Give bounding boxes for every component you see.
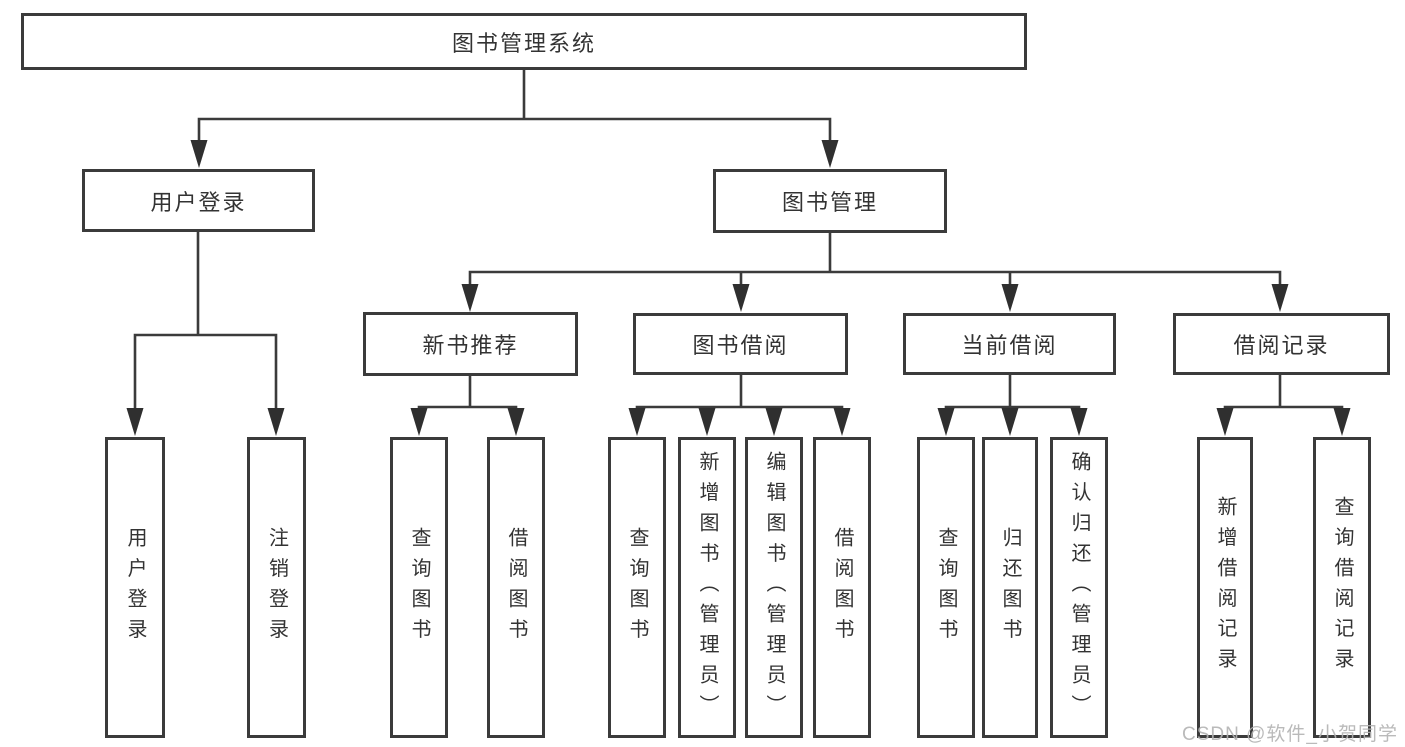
node-label: 图书管理系统	[451, 30, 596, 56]
connector-borrow-record	[1223, 373, 1344, 412]
leaf-logout-login: 注销登录	[247, 437, 306, 738]
leaf-newbook-query-book: 查询图书	[390, 437, 448, 738]
node-label: 新增图书（管理员）	[696, 450, 718, 725]
leaf-borrow-book: 借阅图书	[813, 437, 871, 738]
leaf-return-book: 归还图书	[982, 437, 1038, 738]
node-label: 查询图书	[626, 526, 648, 649]
connector-rail-level2	[197, 117, 832, 144]
node-label: 新书推荐	[422, 333, 519, 358]
node-borrow-record: 借阅记录	[1173, 313, 1390, 375]
node-label: 图书管理	[781, 190, 878, 215]
leaf-borrow-query-book: 查询图书	[608, 437, 666, 738]
connector-new-book	[417, 375, 518, 412]
node-label: 用户登录	[150, 189, 247, 215]
node-book-management: 图书管理	[713, 169, 947, 233]
node-new-book-recommend: 新书推荐	[363, 312, 578, 376]
connector-book-mgmt	[468, 230, 1282, 288]
node-label: 借阅图书	[505, 526, 527, 649]
leaf-query-borrow-record: 查询借阅记录	[1313, 437, 1371, 738]
node-label: 查询图书	[408, 526, 430, 649]
node-label: 用户登录	[124, 526, 146, 649]
connector-book-borrow	[635, 373, 844, 412]
node-label: 图书借阅	[692, 333, 789, 358]
node-root-library-system: 图书管理系统	[21, 13, 1027, 70]
node-book-borrow: 图书借阅	[633, 313, 848, 375]
node-label: 新增借阅记录	[1214, 496, 1236, 679]
leaf-user-login: 用户登录	[105, 437, 165, 738]
node-label: 借阅图书	[831, 526, 853, 649]
node-current-borrow: 当前借阅	[903, 313, 1116, 375]
node-label: 归还图书	[999, 526, 1021, 649]
node-label: 查询借阅记录	[1331, 496, 1353, 679]
leaf-edit-book-admin: 编辑图书（管理员）	[745, 437, 803, 738]
node-label: 借阅记录	[1233, 333, 1330, 358]
leaf-add-book-admin: 新增图书（管理员）	[678, 437, 736, 738]
node-label: 当前借阅	[961, 333, 1058, 358]
connector-current-borrow	[944, 373, 1081, 412]
leaf-current-query-book: 查询图书	[917, 437, 975, 738]
leaf-add-borrow-record: 新增借阅记录	[1197, 437, 1253, 738]
node-label: 注销登录	[265, 526, 288, 649]
node-label: 查询图书	[935, 526, 957, 649]
csdn-watermark: CSDN @软件_小贺同学	[1182, 724, 1398, 745]
leaf-confirm-return-admin: 确认归还（管理员）	[1050, 437, 1108, 738]
arrowheads	[126, 140, 1351, 436]
connector-user-login	[133, 230, 278, 412]
node-label: 编辑图书（管理员）	[763, 450, 785, 725]
node-user-login: 用户登录	[82, 169, 315, 232]
leaf-newbook-borrow-book: 借阅图书	[487, 437, 545, 738]
node-label: 确认归还（管理员）	[1068, 450, 1090, 725]
